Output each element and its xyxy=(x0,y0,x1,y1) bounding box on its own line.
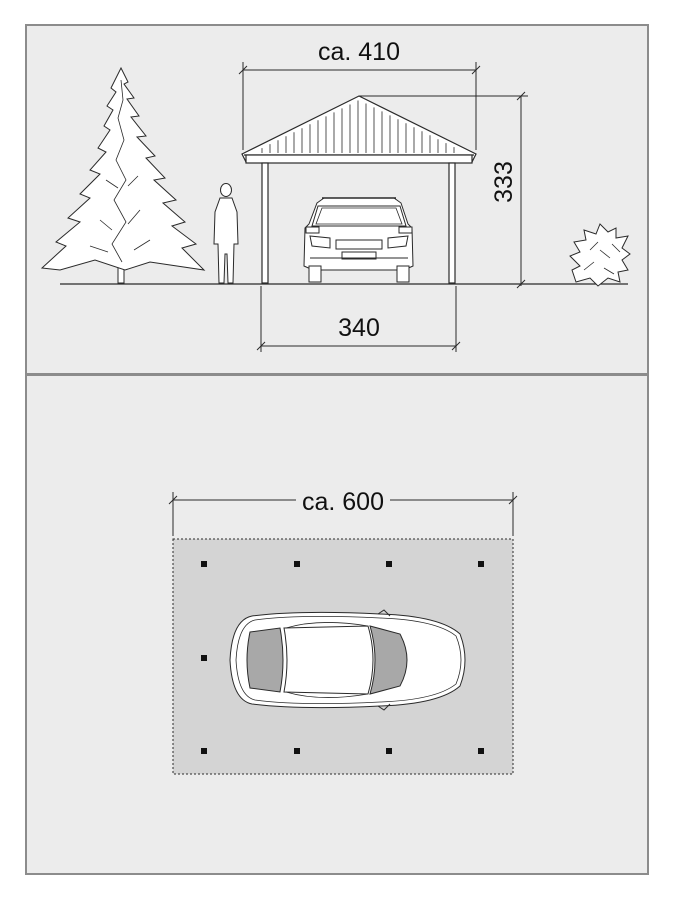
carport-posts xyxy=(261,162,456,284)
post-marker xyxy=(201,655,207,661)
post-marker xyxy=(294,748,300,754)
car-front-icon xyxy=(303,197,414,283)
car-top-icon xyxy=(229,609,466,711)
post-marker xyxy=(201,561,207,567)
plan-panel: ca. 600 xyxy=(25,374,649,875)
dimension-length: ca. 600 xyxy=(168,486,518,536)
tree-icon xyxy=(40,66,206,284)
post-marker xyxy=(386,561,392,567)
dimension-height: 333 xyxy=(359,91,528,289)
post-marker xyxy=(386,748,392,754)
bush-icon xyxy=(569,223,631,287)
post-marker xyxy=(478,748,484,754)
post-span-label: 340 xyxy=(338,314,380,342)
carport-roof xyxy=(241,95,477,164)
dimension-post-span: 340 xyxy=(256,286,461,352)
dimension-width: ca. 410 xyxy=(238,38,481,150)
windshield xyxy=(369,625,408,695)
post-marker xyxy=(201,748,207,754)
post-markers xyxy=(201,561,484,754)
width-label: ca. 410 xyxy=(318,38,400,66)
post-marker xyxy=(294,561,300,567)
length-label: ca. 600 xyxy=(302,488,384,516)
post-marker xyxy=(478,561,484,567)
left-post xyxy=(261,162,269,284)
elevation-panel: ca. 410 333 340 xyxy=(25,24,649,375)
rear-window xyxy=(246,627,284,693)
height-label: 333 xyxy=(490,161,518,203)
right-post xyxy=(448,162,456,284)
person-icon xyxy=(213,183,239,284)
